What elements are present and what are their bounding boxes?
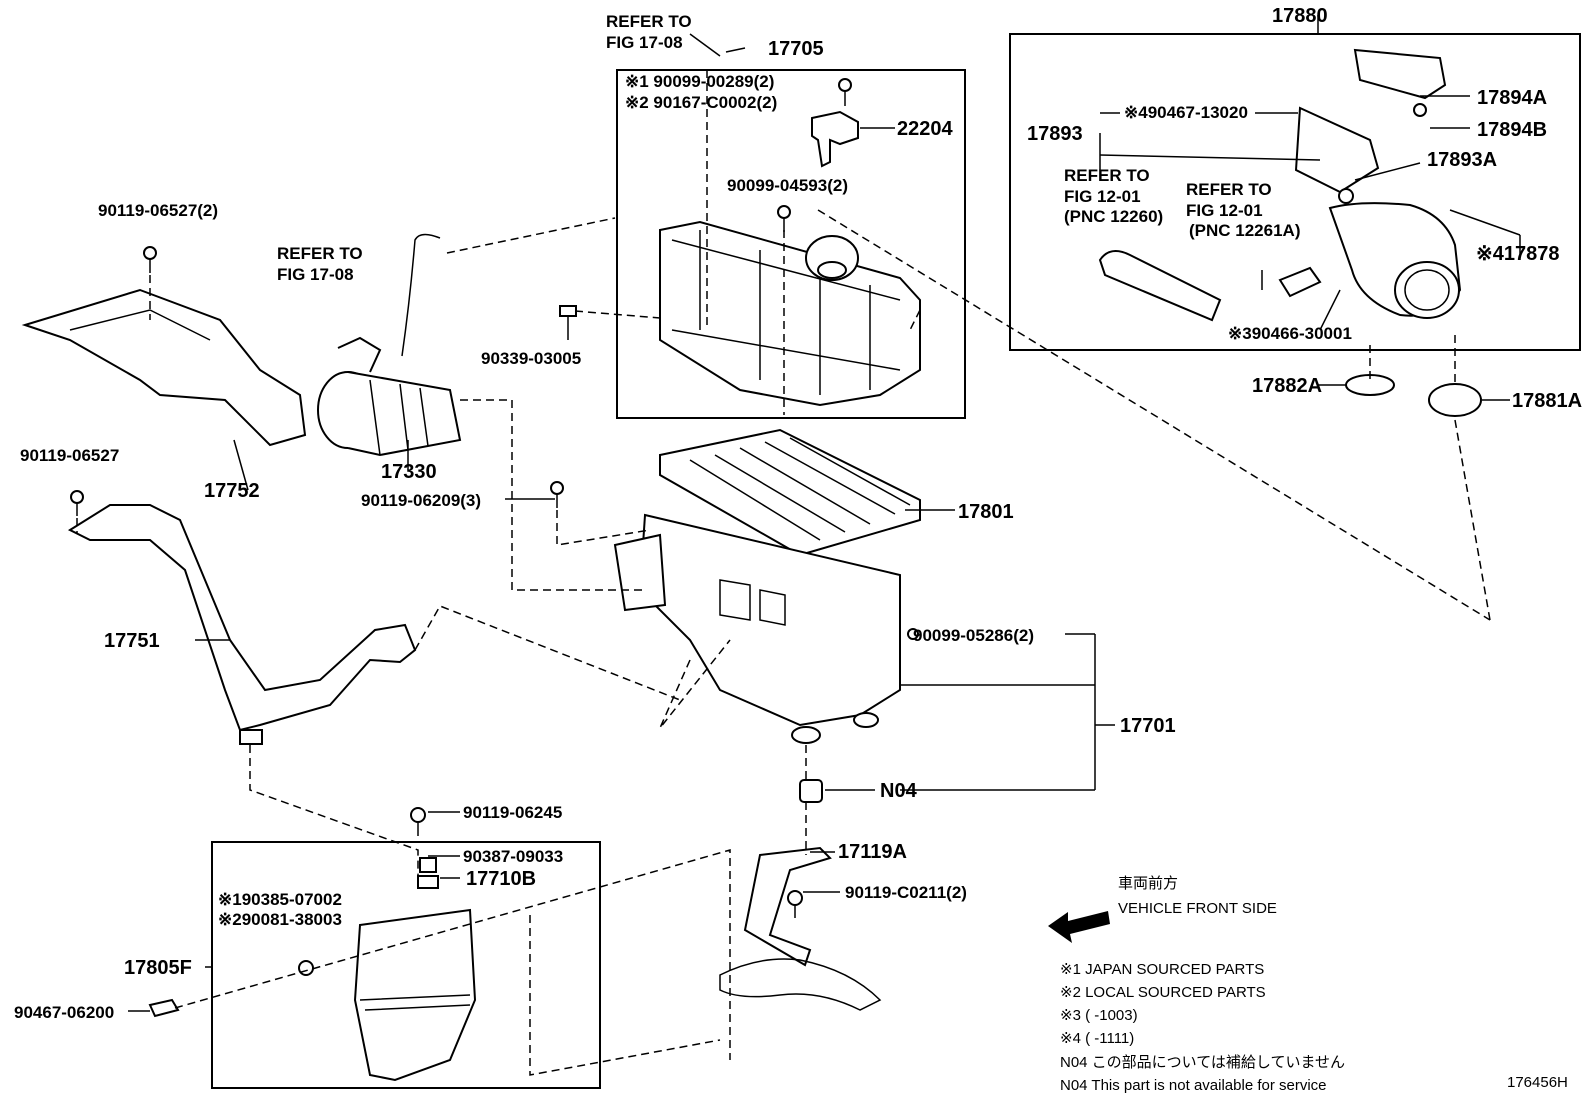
bracket-17119a [719, 846, 882, 1011]
label-17881a: 17881A [1512, 390, 1582, 412]
label-17893: 17893 [1027, 123, 1083, 145]
bolt-icon [777, 78, 852, 232]
note-n04-jp: N04 この部品については補給していません [1060, 1054, 1345, 1071]
label-90387-09033: 90387-09033 [463, 847, 563, 866]
label-17882a: 17882A [1252, 375, 1322, 397]
refer-fig-12-01-a-2: FIG 12-01 [1064, 187, 1141, 206]
air-cleaner-hose-box [1009, 33, 1581, 351]
label-90119-c0211: 90119-C0211(2) [845, 883, 967, 902]
label-90119-06209: 90119-06209(3) [361, 491, 481, 510]
label-17894a: 17894A [1477, 87, 1547, 109]
mass-air-flow-sensor [811, 110, 895, 168]
label-22204: 22204 [897, 118, 953, 140]
intake-air-connector [1098, 48, 1462, 322]
label-j2-bolt: ※2 90167-C0002(2) [625, 93, 777, 112]
leader-lines [128, 15, 1521, 1012]
label-17752: 17752 [204, 480, 260, 502]
grommet-n04 [799, 779, 823, 803]
air-cleaner-case-17701 [613, 513, 901, 744]
note-2: ※2 LOCAL SOURCED PARTS [1060, 984, 1266, 1001]
refer-fig-12-01-a: REFER TO [1064, 166, 1150, 185]
label-17805f: 17805F [124, 957, 192, 979]
label-90099-05286: 90099-05286(2) [913, 626, 1034, 645]
label-17119a: 17119A [838, 841, 907, 863]
vehicle-front-en: VEHICLE FRONT SIDE [1118, 900, 1277, 917]
resonator-17805f [148, 857, 477, 1082]
note-n04-en: N04 This part is not available for servi… [1060, 1077, 1327, 1094]
resonator-box [211, 841, 601, 1089]
label-17801: 17801 [958, 501, 1014, 523]
label-j1-90385: ※190385-07002 [218, 890, 342, 909]
pnc-12260: (PNC 12260) [1064, 207, 1163, 226]
label-17330: 17330 [381, 461, 437, 483]
label-j3-90466: ※390466-30001 [1228, 324, 1352, 343]
plug-icon [559, 305, 577, 317]
label-17705: 17705 [768, 38, 824, 60]
air-cleaner-cap [659, 220, 921, 407]
diagram-id: 176456H [1507, 1074, 1568, 1091]
legend: 車両前方 VEHICLE FRONT SIDE ※1 JAPAN SOURCED… [1060, 875, 1568, 1094]
vehicle-front-jp: 車両前方 [1118, 875, 1178, 892]
intake-air-duct-17751 [67, 504, 417, 745]
note-4: ※4 ( -1111) [1060, 1030, 1134, 1047]
bolt-icon [70, 246, 919, 640]
refer-fig-17-08-mid-2: FIG 17-08 [277, 265, 354, 284]
label-j1-bolt: ※1 90099-00289(2) [625, 72, 774, 91]
callout-labels: REFER TO FIG 17-08 17705 ※1 90099-00289(… [14, 5, 1582, 1022]
label-17893a: 17893A [1427, 149, 1497, 171]
vacuum-hose [401, 233, 441, 357]
label-90467-06200: 90467-06200 [14, 1003, 114, 1022]
vehicle-front-arrow-icon [1048, 911, 1110, 943]
assembly-lines [76, 70, 1491, 1076]
refer-fig-17-08-top-2: FIG 17-08 [606, 33, 683, 52]
label-90119-06527: 90119-06527 [20, 446, 119, 465]
label-j4-90467: ※490467-13020 [1124, 103, 1248, 122]
bolt-icon [410, 807, 803, 918]
label-17701: 17701 [1120, 715, 1176, 737]
air-cleaner-element-17801 [659, 428, 921, 557]
label-17751: 17751 [104, 630, 160, 652]
label-90119-06245: 90119-06245 [463, 803, 562, 822]
throttle-body-17330 [317, 336, 462, 457]
refer-fig-12-01-b: REFER TO [1186, 180, 1272, 199]
air-cleaner-cap-box [616, 69, 966, 419]
label-j2-90081: ※290081-38003 [218, 910, 342, 929]
label-90339-03005: 90339-03005 [481, 349, 581, 368]
label-17710b: 17710B [466, 868, 536, 890]
hose-clamp-17881a [1428, 383, 1482, 417]
label-17880: 17880 [1272, 5, 1328, 27]
refer-fig-12-01-b-2: FIG 12-01 [1186, 201, 1263, 220]
label-17894b: 17894B [1477, 119, 1547, 141]
label-90119-06527-2: 90119-06527(2) [98, 201, 218, 220]
note-3: ※3 ( -1003) [1060, 1007, 1138, 1024]
label-n04: N04 [880, 780, 918, 802]
label-90099-04593: 90099-04593(2) [727, 176, 848, 195]
intake-air-inlet-17752 [21, 288, 307, 447]
label-j4-17878: ※417878 [1476, 243, 1560, 265]
refer-fig-17-08-top: REFER TO [606, 12, 692, 31]
pnc-12261a: (PNC 12261A) [1189, 221, 1301, 240]
note-1: ※1 JAPAN SOURCED PARTS [1060, 961, 1264, 978]
refer-fig-17-08-mid: REFER TO [277, 244, 363, 263]
